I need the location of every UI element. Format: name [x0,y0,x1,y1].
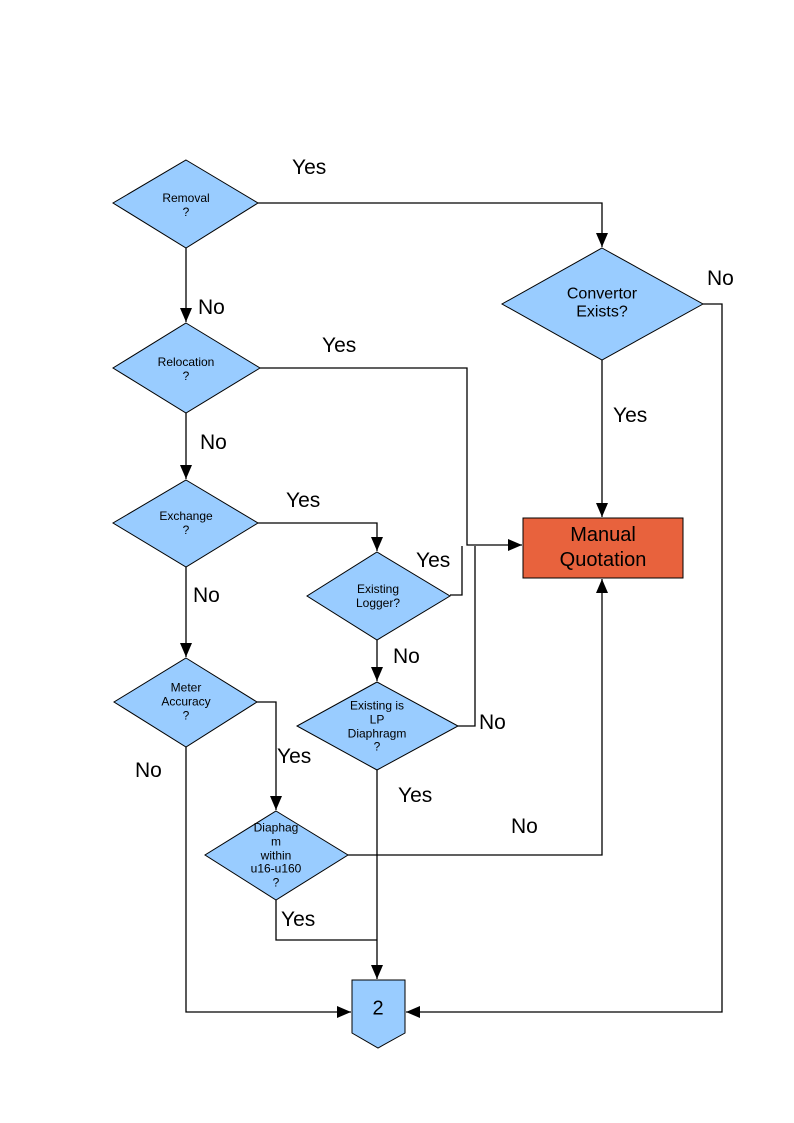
edge-label-existing-logger-yes: Yes [416,549,451,572]
decision-diaphragm-range [204,810,349,901]
edge-label-diaphragm-range-no: No [511,815,538,838]
edge-label-convertor-exists-yes: Yes [613,404,648,427]
decision-diaphragm-range-label: Diaphag m within u16-u160 ? [250,820,302,890]
edge-label-exchange-yes: Yes [286,489,321,512]
edge-diaphragm-range-no [348,579,608,856]
edge-lp-diaphragm-no [458,546,476,727]
edge-relocation-yes [260,367,522,551]
edge-meter-accuracy-yes [257,701,282,810]
decision-existing-logger [306,551,451,641]
edge-label-relocation-yes: Yes [322,334,357,357]
edge-label-removal-no: No [198,296,225,319]
edge-label-convertor-exists-no: No [707,267,734,290]
decision-removal [112,159,259,249]
edge-label-existing-logger-no: No [393,645,420,668]
decision-lp-diaphragm [295,681,460,771]
edge-exchange-yes [258,522,383,551]
edge-meter-accuracy-no [185,747,351,1018]
edge-label-removal-yes: Yes [292,156,327,179]
edge-diaphragm-range-yes [275,900,377,941]
decision-relocation-label: Relocation ? [157,355,215,383]
decision-meter-accuracy-label: Meter Accuracy ? [161,680,211,722]
decision-convertor-exists-label: Convertor Exists? [566,285,638,321]
decision-meter-accuracy [113,657,258,748]
edge-removal-yes [258,202,608,247]
off-page-connector-2-label: 2 [372,997,384,1020]
decision-lp-diaphragm-label: Existing is LP Diaphragm ? [347,698,407,754]
edge-label-lp-diaphragm-yes: Yes [398,784,433,807]
edge-label-meter-accuracy-yes: Yes [277,745,312,768]
decision-exchange-label: Exchange ? [159,509,213,537]
flow-nodes [112,159,705,1049]
edge-existing-logger-yes [450,546,463,596]
off-page-connector-2 [351,979,406,1049]
decision-removal-label: Removal ? [162,191,210,219]
edge-label-relocation-no: No [200,431,227,454]
decision-convertor-exists [500,247,705,361]
edge-label-meter-accuracy-no: No [135,759,162,782]
decision-exchange [112,479,259,568]
decision-existing-logger-label: Existing Logger? [355,582,401,610]
edge-label-lp-diaphragm-no: No [479,711,506,734]
process-manual-quotation-label: Manual Quotation [559,524,647,571]
edge-label-diaphragm-range-yes: Yes [281,908,316,931]
flow-lines [180,202,723,1018]
edge-convertor-no [406,303,723,1018]
decision-relocation [112,322,261,414]
edge-label-exchange-no: No [193,584,220,607]
process-manual-quotation [522,517,684,579]
